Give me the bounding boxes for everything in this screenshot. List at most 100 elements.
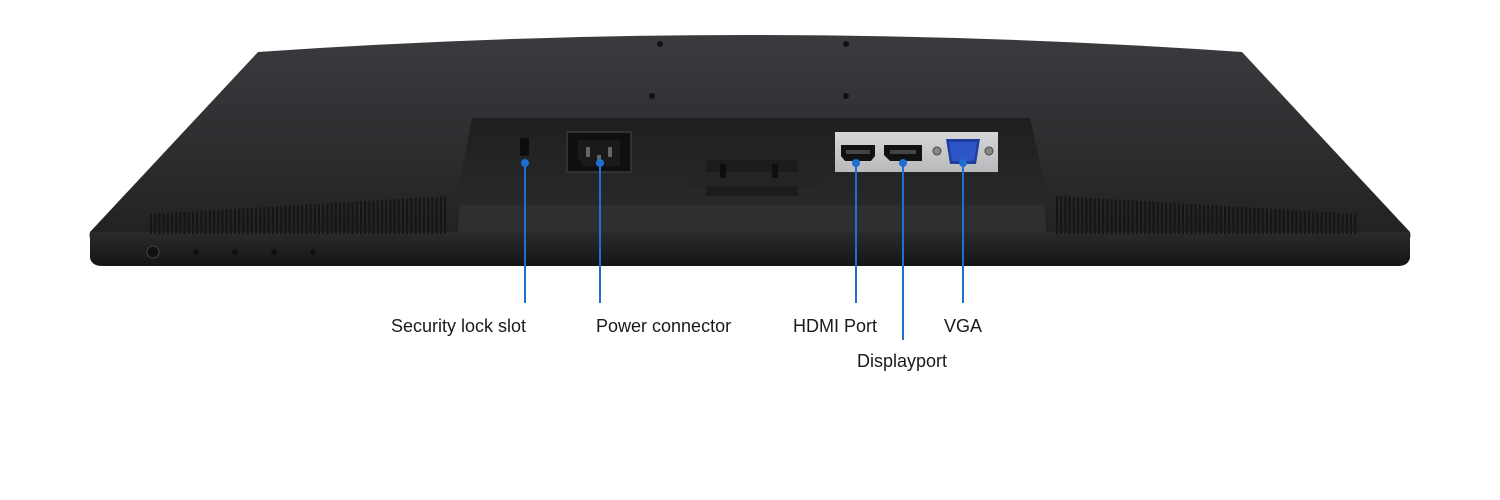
vent-slat	[267, 206, 270, 234]
vent-slat	[444, 196, 446, 234]
vent-slat	[339, 202, 341, 234]
vent-slat	[435, 196, 438, 234]
vent-slat	[242, 208, 245, 234]
monitor-front-edge	[90, 232, 1410, 266]
vent-slat	[263, 207, 266, 234]
vent-slat	[1186, 203, 1189, 234]
vent-slat	[305, 204, 308, 234]
vent-slat	[1350, 213, 1352, 234]
vent-slat	[1119, 199, 1121, 234]
vent-slat	[406, 198, 409, 234]
vent-slat	[1089, 198, 1092, 234]
vent-slat	[246, 208, 249, 234]
vent-slat	[208, 210, 211, 234]
vent-slat	[364, 201, 367, 234]
displayport-port	[884, 145, 922, 161]
vent-slat	[1194, 204, 1197, 234]
vent-slat	[154, 213, 157, 234]
vent-slat	[1337, 212, 1340, 234]
label-hdmi-port: HDMI Port	[793, 316, 878, 336]
vent-slat	[1270, 208, 1273, 234]
vent-slat	[1299, 210, 1302, 234]
vent-slat	[187, 211, 190, 234]
label-security-lock-slot: Security lock slot	[391, 316, 527, 336]
vent-slat	[1282, 209, 1285, 234]
vent-slat	[1312, 211, 1315, 234]
vent-slat	[284, 205, 287, 234]
label-displayport: Displayport	[857, 351, 948, 371]
vent-slat	[1320, 211, 1323, 234]
vent-slat	[1085, 197, 1088, 234]
security-lock-slot	[520, 138, 529, 156]
vent-slat	[1169, 202, 1172, 234]
vent-slat	[1198, 204, 1201, 234]
vent-slat	[166, 212, 169, 234]
recess-lower-lip	[458, 205, 1046, 232]
vent-slat	[318, 203, 320, 234]
vent-slat	[179, 212, 182, 234]
vent-slat	[1295, 210, 1298, 234]
vent-slat	[276, 206, 278, 234]
vent-slat	[1068, 196, 1071, 234]
vent-slat	[1056, 196, 1058, 234]
vent-slat	[292, 205, 295, 234]
vent-slat	[1308, 211, 1310, 234]
vent-slat	[313, 204, 316, 234]
vent-slat	[1341, 213, 1344, 234]
vent-slat	[150, 214, 152, 234]
vent-slat	[1156, 202, 1159, 234]
vent-slat	[1110, 199, 1113, 234]
vent-slat	[1240, 207, 1243, 234]
vent-slat	[309, 204, 312, 234]
mounting-holes	[649, 41, 849, 99]
vent-slat	[1127, 200, 1130, 234]
vent-slat	[1102, 198, 1105, 234]
vent-slat	[200, 210, 203, 234]
vent-slat	[418, 197, 421, 234]
vent-slat	[1123, 200, 1126, 234]
vent-slat	[1329, 212, 1331, 234]
vent-slat	[1114, 199, 1117, 234]
vent-slat	[355, 201, 358, 234]
vent-slat	[376, 200, 379, 234]
front-control-buttons	[146, 245, 316, 259]
vent-slat	[162, 213, 165, 234]
vent-slat	[1060, 196, 1063, 234]
vent-slat	[1354, 213, 1357, 234]
vent-slat	[1152, 201, 1155, 234]
vent-slat	[1249, 207, 1252, 234]
vent-slat	[1182, 203, 1184, 234]
vent-slat	[397, 199, 400, 234]
vent-slat	[1324, 212, 1327, 234]
vent-slat	[1161, 202, 1163, 234]
vent-slat	[402, 198, 404, 234]
vent-slat	[259, 207, 262, 234]
vent-slat	[1211, 205, 1214, 234]
vga-port	[932, 139, 994, 164]
vent-slat	[204, 210, 207, 234]
vent-slat	[1257, 208, 1260, 234]
vent-slat	[326, 203, 329, 234]
vent-slat	[360, 201, 362, 234]
vent-slat	[410, 198, 413, 234]
vent-slat	[1106, 199, 1109, 234]
vent-slat	[1253, 207, 1256, 234]
vent-slat	[389, 199, 392, 234]
vent-slat	[221, 209, 224, 234]
vent-slat	[343, 202, 346, 234]
vent-slat	[423, 197, 425, 234]
vent-slat	[1224, 206, 1226, 234]
vent-slat	[1072, 197, 1075, 234]
vent-slat	[192, 211, 194, 234]
vent-slat	[301, 204, 304, 234]
vent-slat	[217, 209, 220, 234]
vent-slat	[1345, 213, 1348, 234]
vent-slat	[334, 202, 337, 234]
label-power-connector: Power connector	[596, 316, 732, 336]
vent-slat	[1064, 196, 1067, 234]
vent-slat	[1266, 208, 1268, 234]
vent-slat	[372, 200, 375, 234]
vent-slat	[1177, 203, 1180, 234]
vent-slat	[297, 205, 299, 234]
vent-slat	[175, 212, 178, 234]
